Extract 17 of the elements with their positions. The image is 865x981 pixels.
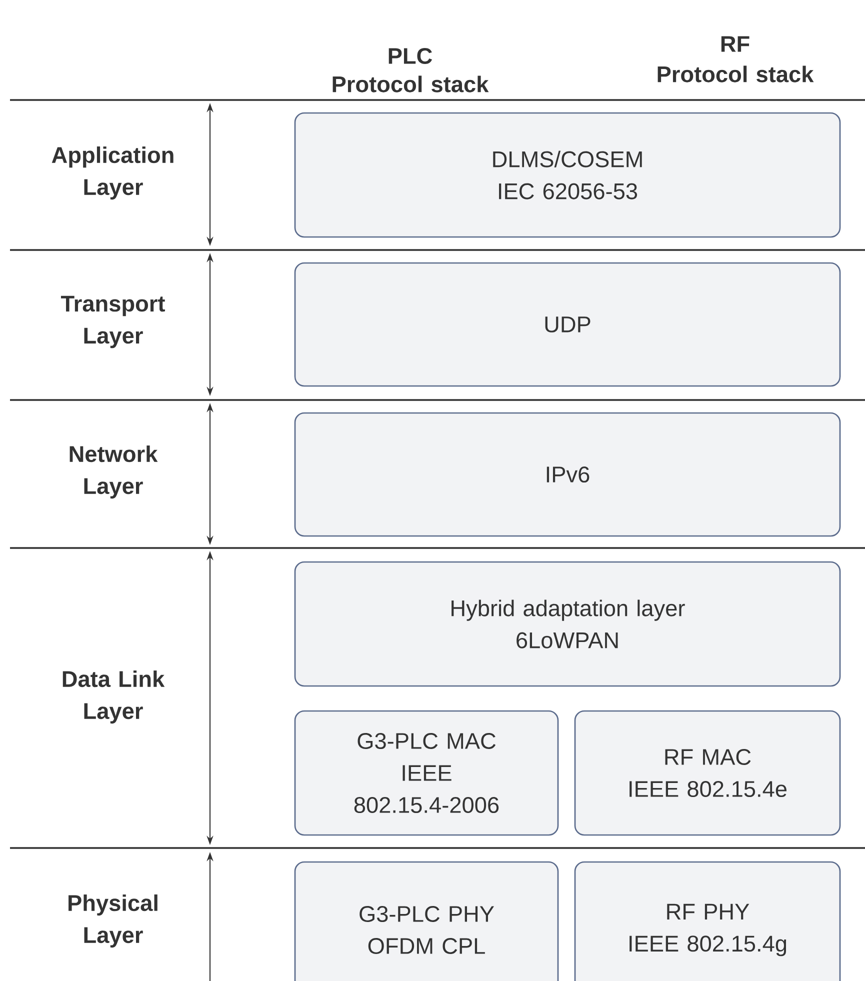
layer-name: Network Layer (70, 445, 158, 499)
layer-box: RF PHY IEEE 802.15.4g (574, 861, 841, 981)
layer-box: IPv6 (294, 412, 841, 537)
layer-name: Data Link Layer (62, 670, 165, 724)
column-heading: Protocol stack (658, 66, 814, 82)
column-heading: Protocol stack (332, 76, 489, 92)
layer-name: Physical Layer (68, 894, 158, 948)
layer-box: RF MAC IEEE 802.15.4e (574, 710, 841, 836)
layer-name: Application Layer (52, 146, 174, 200)
layer-box: G3-PLC MAC IEEE 802.15.4-2006 (294, 710, 559, 836)
layer-box: G3-PLC PHY OFDM CPL (294, 861, 559, 981)
layer-name: Transport Layer (60, 296, 165, 348)
layer-box: Hybrid adaptation layer 6LoWPAN (294, 561, 841, 687)
column-heading: PLC (388, 48, 432, 64)
layer-box: DLMS/COSEM IEC 62056-53 (294, 112, 841, 238)
column-heading: RF (721, 36, 750, 52)
layer-box: UDP (294, 262, 841, 387)
